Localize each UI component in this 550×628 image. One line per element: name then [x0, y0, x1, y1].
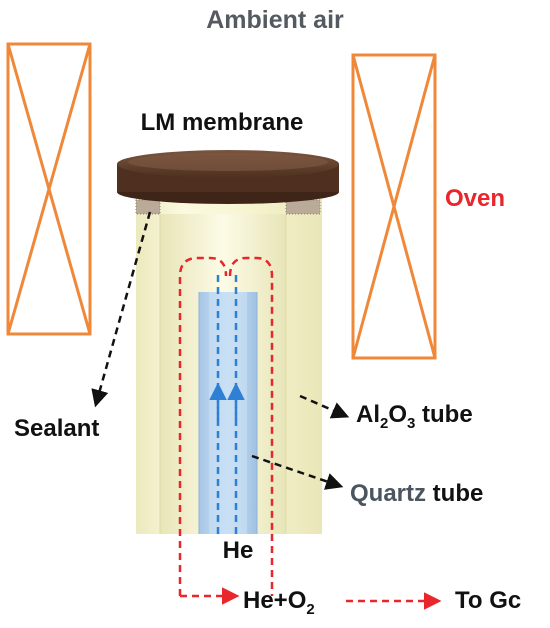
- alumina-pointer: [299, 394, 350, 419]
- alumina-sub-3: 3: [407, 415, 415, 432]
- he-o2-label: He+O2: [243, 587, 315, 618]
- alumina-sub-2: 2: [380, 415, 388, 432]
- quartz-word: Quartz: [350, 480, 426, 507]
- quartz-tube: [198, 292, 258, 534]
- alumina-tube-label: Al2O3 tube: [356, 401, 473, 432]
- ambient-air-label: Ambient air: [206, 6, 344, 34]
- to-gc-label: To Gc: [455, 587, 521, 614]
- alumina-o: O: [388, 401, 407, 428]
- alumina-tube-word: tube: [415, 401, 472, 428]
- he-flow-path: [209, 270, 245, 534]
- quartz-tube-word: tube: [426, 480, 483, 507]
- alumina-al: Al: [356, 401, 380, 428]
- lm-membrane-label: LM membrane: [141, 109, 304, 136]
- oven-left: [6, 42, 92, 336]
- lm-membrane-cap: [117, 150, 339, 204]
- quartz-pointer: [251, 454, 344, 490]
- quartz-tube-label: Quartz tube: [350, 480, 483, 507]
- o2-flow-path: [178, 256, 442, 610]
- he-o2-main: He+O: [243, 587, 306, 614]
- oven-right: [351, 53, 437, 360]
- sealant-label: Sealant: [14, 415, 99, 442]
- sealant-blocks: [135, 199, 321, 215]
- sealant-pointer: [91, 211, 152, 408]
- oven-label: Oven: [445, 185, 505, 212]
- he-inlet-label: He: [223, 537, 254, 564]
- he-o2-sub: 2: [306, 601, 314, 618]
